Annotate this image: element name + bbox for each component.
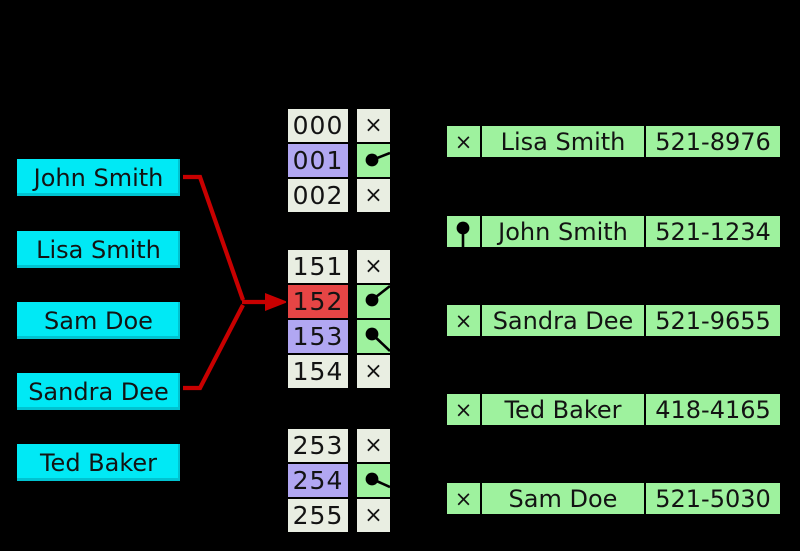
- bucket-pointer-null: ×: [355, 497, 392, 534]
- key-label: Sam Doe: [44, 306, 153, 335]
- bucket-pointer-null: ×: [355, 177, 392, 214]
- bucket-row-151: 151 ×: [286, 248, 392, 285]
- entry-sandra-dee: × Sandra Dee 521-9655: [445, 303, 782, 338]
- entry-ted-baker: × Ted Baker 418-4165: [445, 392, 782, 427]
- bucket-row-152: 152: [286, 283, 392, 320]
- bucket-row-253: 253 ×: [286, 427, 392, 464]
- bucket-index-label: 152: [292, 287, 344, 316]
- null-marker-icon: ×: [364, 503, 383, 528]
- null-marker-icon: ×: [364, 433, 383, 458]
- bucket-index: 002: [286, 177, 350, 214]
- bucket-row-154: 154 ×: [286, 353, 392, 390]
- null-marker-icon: ×: [454, 397, 473, 422]
- pointer-dot-icon: [365, 151, 390, 167]
- key-ted-baker: Ted Baker: [17, 444, 180, 481]
- bucket-row-000: 000 ×: [286, 107, 392, 144]
- entry-name: Ted Baker: [480, 394, 644, 425]
- bucket-index: 151: [286, 248, 350, 285]
- bucket-index-collision: 152: [286, 283, 350, 320]
- key-label: John Smith: [33, 163, 164, 192]
- bucket-group-151: 151 × 152 153 154 ×: [286, 248, 392, 390]
- bucket-pointer-null: ×: [355, 107, 392, 144]
- entry-name-label: Sam Doe: [508, 484, 618, 513]
- key-sam-doe: Sam Doe: [17, 302, 180, 339]
- key-label: Lisa Smith: [36, 235, 161, 264]
- entry-next-pointer-null: ×: [447, 305, 480, 336]
- entry-john-smith: John Smith 521-1234: [445, 214, 782, 249]
- entry-next-pointer-null: ×: [447, 483, 480, 514]
- bucket-index: 253: [286, 427, 350, 464]
- bucket-index-label: 255: [292, 501, 344, 530]
- bucket-pointer-null: ×: [355, 248, 392, 285]
- null-marker-icon: ×: [454, 129, 473, 154]
- bucket-index-label: 002: [292, 181, 344, 210]
- bucket-index-label: 001: [292, 146, 344, 175]
- bucket-index-label: 000: [292, 111, 344, 140]
- entry-phone-label: 521-8976: [655, 127, 771, 156]
- bucket-group-253: 253 × 254 255 ×: [286, 427, 392, 534]
- bucket-index: 254: [286, 462, 350, 499]
- entry-lisa-smith: × Lisa Smith 521-8976: [445, 124, 782, 159]
- null-marker-icon: ×: [364, 183, 383, 208]
- null-marker-icon: ×: [364, 359, 383, 384]
- key-label: Ted Baker: [39, 448, 158, 477]
- null-marker-icon: ×: [454, 308, 473, 333]
- bucket-index: 255: [286, 497, 350, 534]
- bucket-index: 154: [286, 353, 350, 390]
- entry-name: John Smith: [480, 216, 644, 247]
- bucket-pointer-link: [355, 462, 392, 499]
- pointer-dot-icon: [365, 285, 390, 307]
- bucket-row-001: 001: [286, 142, 392, 179]
- entry-name: Sandra Dee: [480, 305, 644, 336]
- bucket-index-label: 254: [292, 466, 344, 495]
- entry-name-label: Ted Baker: [504, 395, 622, 424]
- bucket-pointer-link: [355, 142, 392, 179]
- bucket-index: 001: [286, 142, 350, 179]
- pointer-dot-icon: [456, 221, 470, 247]
- pointer-dot-icon: [365, 472, 390, 489]
- entry-phone: 418-4165: [644, 394, 780, 425]
- entry-sam-doe: × Sam Doe 521-5030: [445, 481, 782, 516]
- entry-phone-label: 521-5030: [655, 484, 771, 513]
- bucket-row-255: 255 ×: [286, 497, 392, 534]
- entry-phone: 521-8976: [644, 126, 780, 157]
- entry-name-label: John Smith: [498, 217, 628, 246]
- entry-name-label: Sandra Dee: [492, 306, 634, 335]
- null-marker-icon: ×: [364, 113, 383, 138]
- entry-name: Lisa Smith: [480, 126, 644, 157]
- entry-phone: 521-9655: [644, 305, 780, 336]
- key-lisa-smith: Lisa Smith: [17, 231, 180, 268]
- entry-next-pointer-null: ×: [447, 394, 480, 425]
- null-marker-icon: ×: [364, 254, 383, 279]
- bucket-index-label: 151: [292, 252, 344, 281]
- pointer-dot-icon: [365, 327, 390, 352]
- bucket-index-label: 253: [292, 431, 344, 460]
- bucket-pointer-link: [355, 318, 392, 355]
- bucket-row-153: 153: [286, 318, 392, 355]
- bucket-index: 000: [286, 107, 350, 144]
- bucket-pointer-null: ×: [355, 427, 392, 464]
- bucket-index-label: 153: [292, 322, 344, 351]
- entry-name-label: Lisa Smith: [500, 127, 626, 156]
- bucket-pointer-null: ×: [355, 353, 392, 390]
- bucket-index: 153: [286, 318, 350, 355]
- key-sandra-dee: Sandra Dee: [17, 373, 180, 410]
- bucket-row-002: 002 ×: [286, 177, 392, 214]
- null-marker-icon: ×: [454, 486, 473, 511]
- bucket-pointer-link: [355, 283, 392, 320]
- entry-phone: 521-5030: [644, 483, 780, 514]
- entry-next-pointer-link: [447, 216, 480, 247]
- entry-phone-label: 521-1234: [655, 217, 771, 246]
- key-john-smith: John Smith: [17, 159, 180, 196]
- entry-phone-label: 521-9655: [655, 306, 771, 335]
- entry-phone-label: 418-4165: [655, 395, 771, 424]
- entry-phone: 521-1234: [644, 216, 780, 247]
- entry-next-pointer-null: ×: [447, 126, 480, 157]
- bucket-group-000: 000 × 001 002 ×: [286, 107, 392, 214]
- key-label: Sandra Dee: [28, 377, 169, 406]
- bucket-row-254: 254: [286, 462, 392, 499]
- entry-name: Sam Doe: [480, 483, 644, 514]
- bucket-index-label: 154: [292, 357, 344, 386]
